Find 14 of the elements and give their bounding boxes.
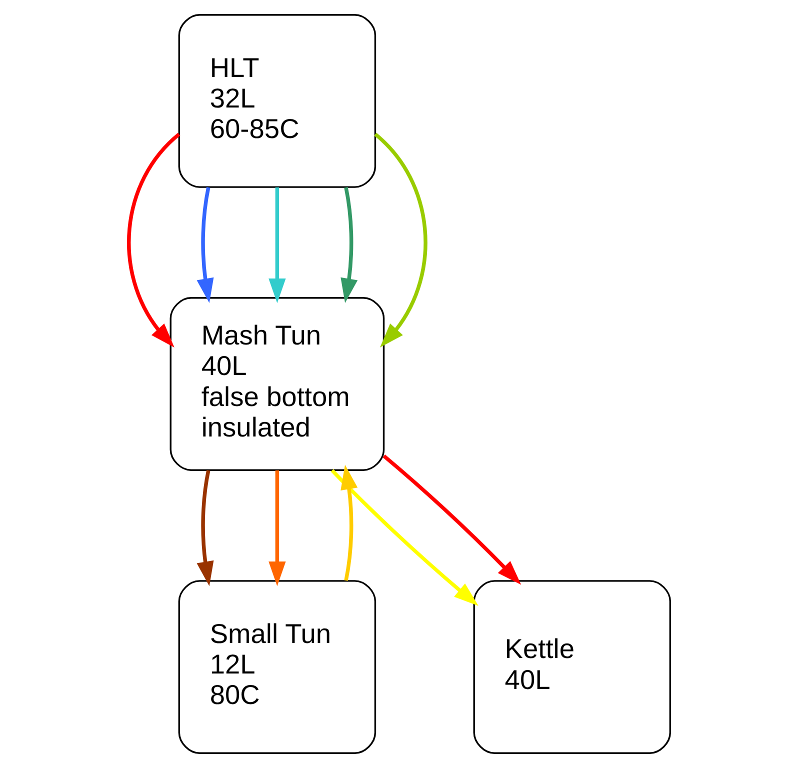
arrow	[268, 470, 286, 586]
arrow	[340, 464, 358, 581]
node-box: HLT 32L 60-85C	[178, 14, 376, 188]
arrow	[196, 470, 214, 586]
arrow	[330, 469, 478, 606]
node-box: Kettle 40L	[472, 580, 671, 754]
node-box: Mash Tun 40L false bottom insulated	[169, 297, 384, 471]
arrow	[340, 186, 358, 304]
node-box: Small Tun 12L 80C	[178, 580, 376, 754]
arrow	[382, 454, 521, 585]
arrow	[126, 132, 180, 348]
arrow	[196, 186, 214, 304]
arrow	[374, 132, 427, 348]
arrow	[268, 187, 286, 304]
